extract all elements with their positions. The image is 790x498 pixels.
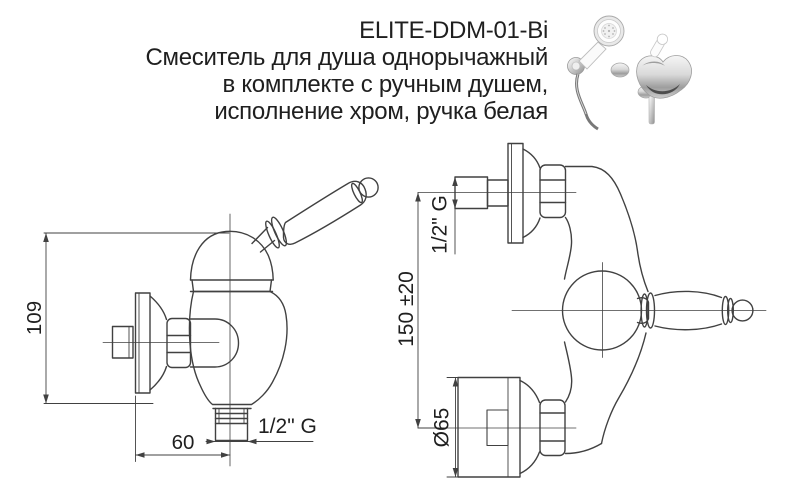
hex-nut-top xyxy=(539,164,567,219)
product-description-line-2: в комплекте с ручным душем, xyxy=(222,71,549,98)
product-photo xyxy=(567,15,692,131)
hex-nut-side xyxy=(166,317,192,369)
front-view-arrows xyxy=(415,177,459,477)
side-view-arrows xyxy=(43,233,257,458)
front-view-drawing xyxy=(415,142,767,478)
lever-handle-side xyxy=(251,177,379,253)
product-code: ELITE-DDM-01-Bi xyxy=(359,17,548,44)
product-header: ELITE-DDM-01-Bi Смеситель для душа однор… xyxy=(145,17,548,125)
dome-cap xyxy=(189,230,274,293)
mixer-body-front xyxy=(561,165,649,455)
side-view-dimensions xyxy=(43,232,314,462)
side-view-drawing xyxy=(43,177,379,467)
front-view-dimensions xyxy=(417,176,464,478)
dim-centers-label: 150 ±20 xyxy=(395,271,418,347)
handle-knob-side xyxy=(358,177,379,198)
wall-escutcheon-side xyxy=(134,292,168,394)
wall-fitting-side xyxy=(111,325,134,359)
lever-handle-front xyxy=(636,290,754,331)
dim-depth-label: 60 xyxy=(172,431,195,454)
dim-height-label: 109 xyxy=(23,301,46,335)
spray-holes xyxy=(602,24,616,38)
product-description-line-3: исполнение хром, ручка белая xyxy=(214,98,548,125)
mixer-photo-handle xyxy=(650,33,669,58)
dim-outlet-thread-label: 1/2" G xyxy=(258,415,317,438)
dim-inlet-thread-label: 1/2" G xyxy=(429,195,452,254)
hex-nut-bottom xyxy=(539,399,566,457)
wall-escutcheon-bottom xyxy=(457,376,541,478)
hand-shower xyxy=(578,15,625,70)
wall-escutcheon-top xyxy=(507,142,541,244)
product-description-line-1: Смеситель для душа однорычажный xyxy=(145,44,548,71)
mixer-photo xyxy=(610,33,692,125)
outlet-nipple xyxy=(212,407,252,442)
cartridge-capsule xyxy=(189,318,240,368)
handle-knob-front xyxy=(731,299,754,322)
front-view-centerlines xyxy=(417,192,767,429)
dim-diameter-label: Ø65 xyxy=(431,408,454,448)
